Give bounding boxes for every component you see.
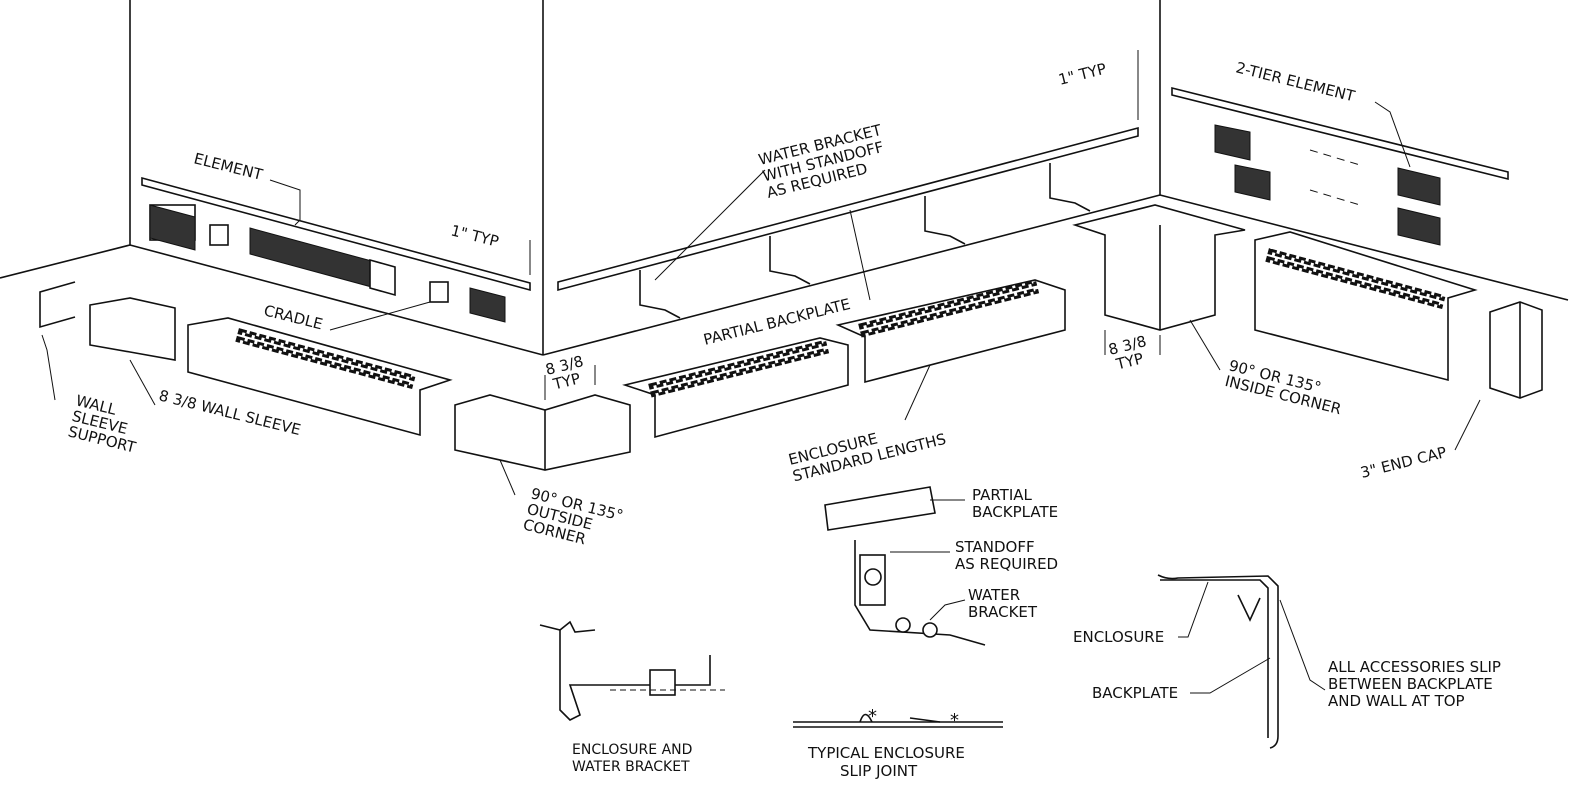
caption-slip-joint: TYPICAL ENCLOSURE SLIP JOINT: [807, 744, 970, 780]
left-backplate: [141, 176, 531, 323]
label-detail-partial-backplate: PARTIAL BACKPLATE: [972, 486, 1058, 521]
bracket-detail: [824, 486, 986, 646]
svg-text:*: *: [950, 710, 959, 731]
label-end-cap: 3" END CAP: [1359, 443, 1449, 482]
label-cradle: CRADLE: [262, 301, 325, 333]
right-floor-parts: [1072, 204, 1543, 399]
label-inside-corner: 90° OR 135° INSIDE CORNER: [1223, 356, 1347, 418]
label-2-tier-element: 2-TIER ELEMENT: [1234, 58, 1357, 105]
label-element: ELEMENT: [192, 149, 265, 184]
label-slip-backplate: BACKPLATE: [1092, 684, 1178, 702]
label-outside-corner: 90° OR 135° OUTSIDE CORNER: [521, 484, 629, 557]
backplate-slip-detail: [1157, 574, 1279, 749]
left-floor-parts: [39, 281, 453, 437]
room-walls: [0, 0, 1569, 356]
label-enclosure-standard-lengths: ENCLOSURE STANDARD LENGTHS: [787, 413, 948, 485]
label-wall-sleeve-support: WALL SLEEVE SUPPORT: [66, 391, 146, 456]
label-detail-water-bracket: WATER BRACKET: [968, 586, 1038, 621]
svg-text:*: *: [868, 706, 877, 727]
caption-enclosure-water-bracket: ENCLOSURE AND WATER BRACKET: [572, 742, 697, 775]
leader-lines: [41, 50, 1481, 694]
label-1-typ-right: 1" TYP: [1057, 60, 1109, 89]
slip-joint-detail: * *: [793, 706, 1003, 731]
label-8-3-8-typ-left: 8 3/8 TYP: [544, 351, 594, 394]
two-tier-backplate: [1171, 86, 1509, 246]
label-8-3-8-typ-right: 8 3/8 TYP: [1107, 331, 1157, 374]
label-detail-standoff: STANDOFF AS REQUIRED: [955, 538, 1058, 573]
element-fin-pack-left: [149, 204, 196, 251]
center-floor-parts: [454, 279, 1066, 471]
labels: ELEMENT 1" TYP 1" TYP WATER BRACKET WITH…: [66, 58, 1506, 780]
label-slip-note: ALL ACCESSORIES SLIP BETWEEN BACKPLATE A…: [1328, 658, 1506, 710]
center-backplate: [557, 126, 1139, 319]
label-water-bracket: WATER BRACKET WITH STANDOFF AS REQUIRED: [757, 120, 896, 202]
label-slip-enclosure: ENCLOSURE: [1073, 628, 1164, 646]
enclosure-water-bracket-detail: [539, 620, 725, 721]
label-1-typ-left: 1" TYP: [449, 221, 501, 250]
